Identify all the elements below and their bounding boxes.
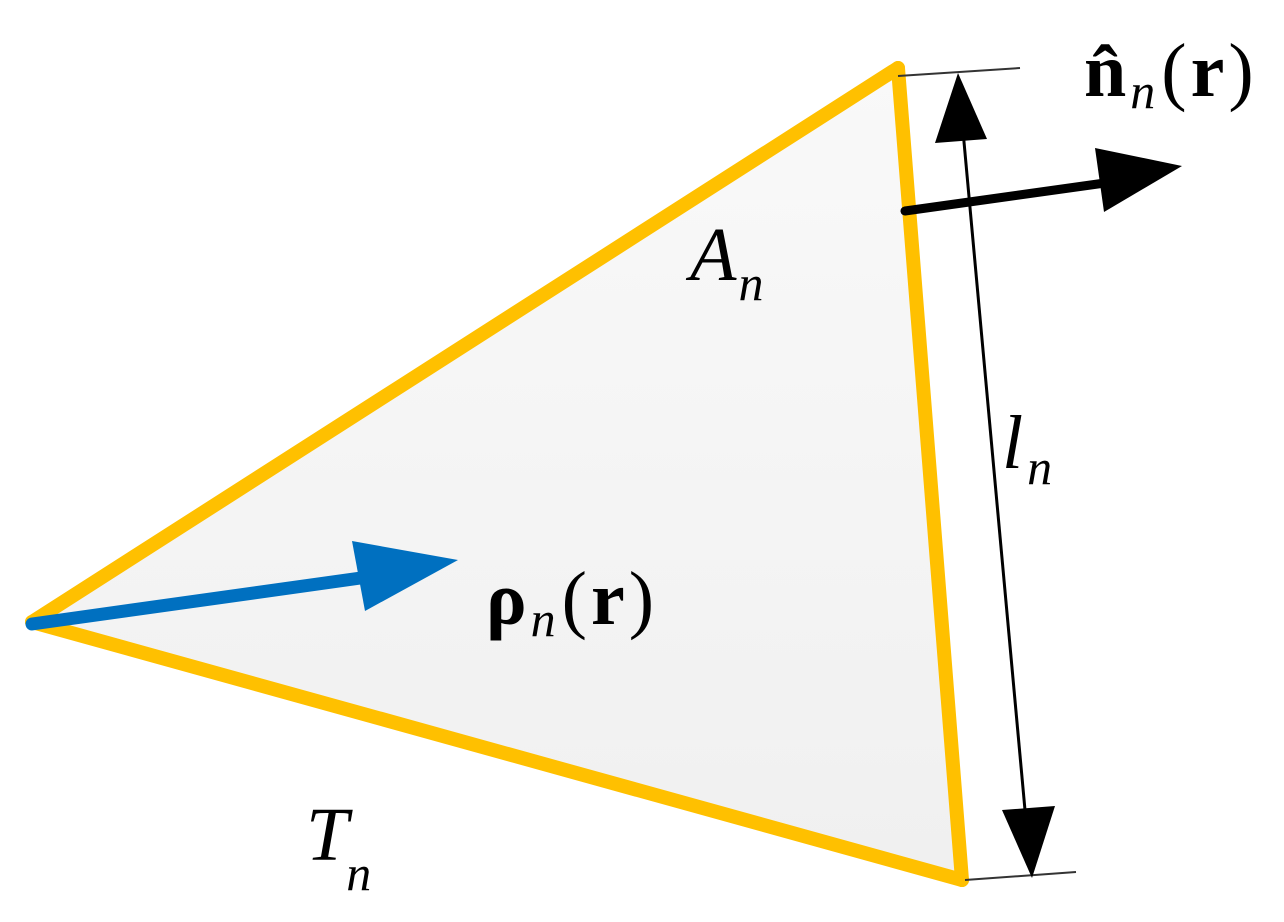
label-normal-arg: r	[1191, 29, 1225, 113]
dimension-arrow-top-icon	[935, 73, 987, 143]
label-rho-arg: r	[591, 557, 625, 641]
triangle-edge-top	[25, 61, 905, 629]
label-area-sub: n	[738, 255, 763, 311]
normal-vector	[900, 148, 1182, 216]
triangle-face	[32, 68, 962, 880]
rho-vector-arrowhead-icon	[352, 541, 458, 611]
label-rho-base: ρ	[486, 557, 527, 641]
label-edge-length-sub: n	[1027, 439, 1052, 495]
normal-vector-arrowhead-icon	[1095, 148, 1182, 212]
extension-line-bottom	[964, 871, 1077, 881]
triangle-edge-bottom	[25, 615, 969, 887]
label-normal-open: (	[1161, 29, 1186, 113]
label-rho-open: (	[562, 557, 587, 641]
label-normal: n̂ n ( r )	[1084, 29, 1254, 119]
triangle-edge-right	[891, 61, 969, 887]
edge-length-dimension	[935, 73, 1055, 878]
dimension-arrow-bottom-icon	[1002, 806, 1055, 878]
label-triangle-name: T n	[306, 793, 371, 901]
rho-vector-shaft	[25, 569, 382, 631]
dimension-extension-lines	[897, 67, 1077, 881]
dimension-line	[960, 119, 1029, 833]
triangle-edges	[25, 61, 969, 887]
label-triangle-name-sub: n	[346, 845, 371, 901]
label-normal-base: n̂	[1084, 29, 1126, 113]
label-area-base: A	[685, 213, 737, 297]
label-area: A n	[685, 213, 763, 311]
normal-vector-shaft	[900, 177, 1117, 216]
label-rho-close: )	[629, 557, 654, 641]
rho-vector	[25, 541, 458, 631]
extension-line-top	[897, 67, 1021, 77]
label-triangle-name-base: T	[306, 793, 353, 877]
label-edge-length: l n	[1002, 401, 1052, 495]
label-edge-length-base: l	[1002, 401, 1023, 485]
label-rho: ρ n ( r )	[486, 557, 654, 647]
label-normal-sub: n	[1130, 63, 1155, 119]
label-rho-sub: n	[531, 591, 556, 647]
label-normal-close: )	[1228, 29, 1253, 113]
